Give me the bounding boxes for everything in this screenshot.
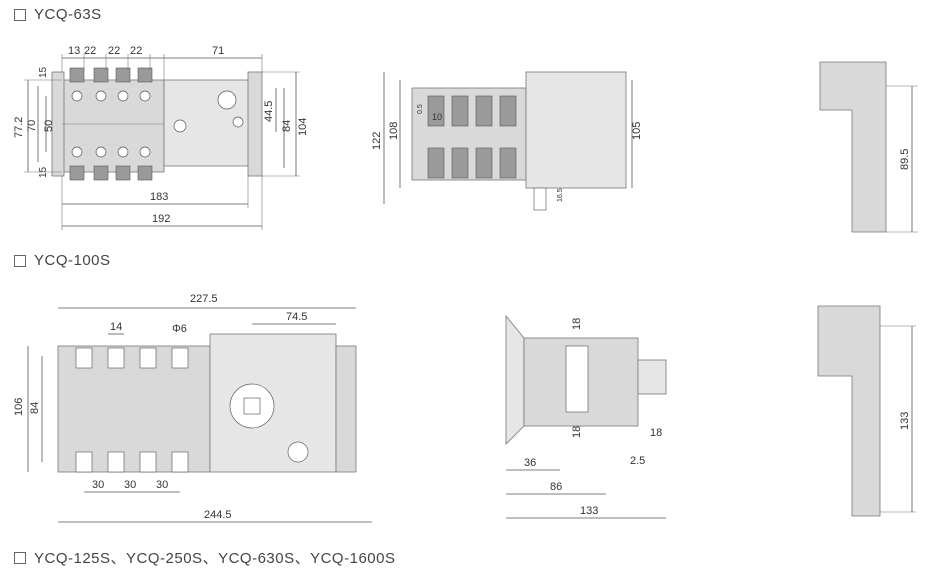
dim-label: 84 <box>281 120 293 132</box>
dim-label: 14 <box>110 321 122 333</box>
dim-label: 74.5 <box>286 311 307 323</box>
dim-label: 22 <box>108 45 120 57</box>
dim-label: 86 <box>550 481 562 493</box>
dim-label: 183 <box>150 191 168 203</box>
ycq63s-end-view: 89.5 <box>819 61 918 233</box>
dim-label: 89.5 <box>899 149 911 170</box>
dim-label: 50 <box>43 120 55 132</box>
dim-label: 133 <box>899 412 911 430</box>
ycq100s-end-view: 133 <box>817 305 916 517</box>
dim-label: 0.5 <box>417 104 424 114</box>
ycq100s-side-view: 36 18 18 18 2.5 86 133 <box>505 314 667 519</box>
section-title-ycq63s: YCQ-63S <box>14 6 102 23</box>
checkbox-square-icon <box>14 551 26 564</box>
dim-label: 10 <box>432 112 442 122</box>
section-title-ycq100s: YCQ-100S <box>14 252 111 269</box>
dim-label: 16.5 <box>557 188 564 202</box>
dim-label: 108 <box>388 122 400 140</box>
dim-label: 244.5 <box>204 509 232 521</box>
dim-label: 15 <box>38 66 49 78</box>
dim-label: 133 <box>580 505 598 517</box>
dim-label: 104 <box>297 118 309 136</box>
dim-label: 84 <box>29 402 41 414</box>
ycq63s-side-view: 122 108 0.5 10 105 16.5 <box>371 71 643 211</box>
section-title-ycq125s-series: YCQ-125S、YCQ-250S、YCQ-630S、YCQ-1600S <box>14 547 395 568</box>
dim-label: 122 <box>371 132 383 150</box>
section-title-text: YCQ-63S <box>34 6 102 23</box>
ycq63s-front-view: 13 22 22 22 71 15 15 77.2 70 50 44.5 84 … <box>13 45 309 230</box>
dim-label: 106 <box>13 398 25 416</box>
dim-label: 30 <box>156 479 168 491</box>
dim-label: 70 <box>26 120 38 132</box>
dim-label: 36 <box>524 457 536 469</box>
dim-label: 105 <box>631 122 643 140</box>
dim-label: 227.5 <box>190 293 218 305</box>
dim-label: 15 <box>38 166 49 178</box>
dim-label: 22 <box>84 45 96 57</box>
checkbox-square-icon <box>14 254 26 267</box>
dim-label: 2.5 <box>630 455 645 467</box>
ycq100s-front-view: 227.5 Φ6 14 Φ6 74.5 106 84 30 30 30 244.… <box>13 293 372 523</box>
dim-label: 18 <box>571 318 583 330</box>
dim-label: Φ6 <box>172 323 187 335</box>
dim-label: 30 <box>124 479 136 491</box>
section-title-text: YCQ-125S、YCQ-250S、YCQ-630S、YCQ-1600S <box>34 550 396 567</box>
dim-label: 18 <box>571 426 583 438</box>
dim-label: 44.5 <box>263 101 275 122</box>
section-title-text: YCQ-100S <box>34 252 111 269</box>
dim-label: 13 <box>68 45 80 57</box>
dim-label: 30 <box>92 479 104 491</box>
dim-label: 71 <box>212 45 224 57</box>
dim-label: 192 <box>152 213 170 225</box>
dim-label: 18 <box>650 427 662 439</box>
checkbox-square-icon <box>14 8 26 21</box>
dim-label: 77.2 <box>13 117 25 138</box>
dim-label: 22 <box>130 45 142 57</box>
